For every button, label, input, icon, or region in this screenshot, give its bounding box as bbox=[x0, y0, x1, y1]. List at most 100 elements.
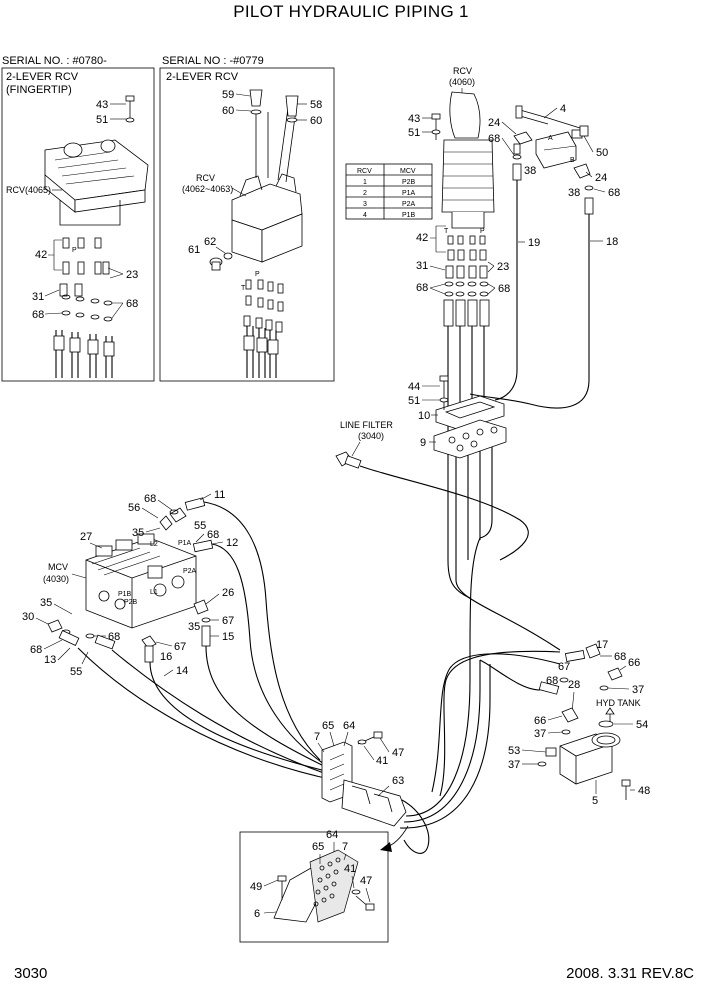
part-37-b: 37 bbox=[534, 728, 546, 740]
part-49: 49 bbox=[250, 881, 262, 893]
part-68-c: 68 bbox=[488, 133, 500, 145]
port-t-top: T bbox=[444, 228, 449, 235]
part-5: 5 bbox=[592, 795, 598, 807]
table-cell: 4 bbox=[363, 212, 367, 219]
part-59: 59 bbox=[222, 89, 234, 101]
inset-left-serial: SERIAL NO. : #0780- bbox=[2, 55, 107, 67]
part-13: 13 bbox=[44, 654, 56, 666]
table-cell: P2A bbox=[402, 201, 416, 208]
part-68-e: 68 bbox=[416, 282, 428, 294]
port-l2: L2 bbox=[150, 541, 158, 548]
inset-mid: SERIAL NO : -#0779 2-LEVER RCV 59 60 58 … bbox=[159, 55, 335, 382]
part-11: 11 bbox=[214, 489, 225, 501]
part-18: 18 bbox=[606, 236, 618, 248]
part-67-c: 67 bbox=[558, 661, 570, 673]
part-68-f: 68 bbox=[498, 283, 510, 295]
inset-left-rcv: RCV(4065) bbox=[6, 185, 51, 195]
part-28: 28 bbox=[568, 679, 580, 691]
plate-9-10: 10 9 44 51 bbox=[408, 375, 507, 459]
part-23-a: 23 bbox=[126, 269, 138, 281]
part-31-b: 31 bbox=[416, 260, 428, 272]
part-47-b: 47 bbox=[360, 875, 372, 887]
port-p1b: P1B bbox=[118, 591, 132, 598]
tank-side: 17 68 66 67 68 37 HYD TANK 28 66 37 54 5… bbox=[508, 639, 650, 807]
part-68-k: 68 bbox=[614, 651, 626, 663]
part-53: 53 bbox=[508, 745, 520, 757]
part-27: 27 bbox=[80, 531, 92, 543]
part-23-b: 23 bbox=[497, 261, 509, 273]
port-a: A bbox=[548, 135, 553, 142]
table-cell: P1B bbox=[402, 212, 416, 219]
part-54: 54 bbox=[636, 719, 648, 731]
bracket-detail-inset: 65 64 7 41 47 49 6 bbox=[239, 829, 389, 943]
part-24-a: 24 bbox=[488, 117, 500, 129]
inset-left-line1: 2-LEVER RCV bbox=[6, 71, 79, 83]
part-65-a: 65 bbox=[322, 720, 334, 732]
inset-left-line2: (FINGERTIP) bbox=[6, 84, 72, 96]
part-68-a: 68 bbox=[126, 298, 138, 310]
inset-mid-serial: SERIAL NO : -#0779 bbox=[162, 55, 264, 67]
bracket-assembly: 65 64 7 47 41 63 bbox=[314, 537, 561, 854]
part-67-a: 67 bbox=[222, 615, 234, 627]
part-62: 62 bbox=[204, 236, 216, 248]
page-title: PILOT HYDRAULIC PIPING 1 bbox=[233, 2, 469, 21]
part-35-a: 35 bbox=[132, 527, 144, 539]
part-60-b: 60 bbox=[310, 115, 322, 127]
part-66-b: 66 bbox=[534, 715, 546, 727]
mcv-label: MCV bbox=[48, 562, 68, 572]
part-31-a: 31 bbox=[32, 291, 44, 303]
rcv-top-num: (4060) bbox=[449, 77, 475, 87]
hyd-tank-label: HYD TANK bbox=[596, 698, 641, 708]
rcv-mcv-table: RCV MCV 1 P2B 2 P1A 3 P2A 4 P1B bbox=[345, 163, 433, 220]
part-38-a: 38 bbox=[524, 165, 536, 177]
part-56: 56 bbox=[128, 502, 140, 514]
port-p2a: P2A bbox=[183, 568, 197, 575]
part-10: 10 bbox=[418, 410, 430, 422]
port-p2b: P2B bbox=[124, 599, 138, 606]
part-44: 44 bbox=[408, 381, 420, 393]
mcv-4030: MCV (4030) 27 P1A P2A P1B P2B L1 L2 68 5… bbox=[22, 489, 238, 678]
part-16: 16 bbox=[160, 651, 172, 663]
part-64-a: 64 bbox=[343, 720, 355, 732]
port-b: B bbox=[570, 157, 575, 164]
port-p1a: P1A bbox=[178, 540, 192, 547]
part-41-b: 41 bbox=[344, 863, 356, 875]
page-number: 3030 bbox=[14, 965, 48, 982]
port-p-left: P bbox=[72, 247, 77, 254]
part-35-b: 35 bbox=[188, 621, 200, 633]
part-19: 19 bbox=[528, 237, 540, 249]
table-cell: P2B bbox=[402, 179, 416, 186]
part-41-a: 41 bbox=[376, 755, 388, 767]
part-24-b: 24 bbox=[595, 172, 607, 184]
part-37-c: 37 bbox=[508, 759, 520, 771]
part-6: 6 bbox=[254, 908, 260, 920]
part-43-b: 43 bbox=[408, 113, 420, 125]
part-7: 7 bbox=[314, 731, 320, 743]
table-cell: 2 bbox=[363, 190, 367, 197]
line-filter-num: (3040) bbox=[358, 431, 384, 441]
part-38-b: 38 bbox=[568, 187, 580, 199]
part-17: 17 bbox=[596, 639, 608, 651]
mcv-hoses bbox=[77, 501, 335, 781]
line-filter-label: LINE FILTER bbox=[340, 420, 393, 430]
part-68-g: 68 bbox=[144, 493, 156, 505]
part-58: 58 bbox=[310, 99, 322, 111]
part-63: 63 bbox=[392, 775, 404, 787]
part-51-c: 51 bbox=[408, 395, 420, 407]
part-67-b: 67 bbox=[174, 641, 186, 653]
part-42-a: 42 bbox=[35, 249, 47, 261]
part-12: 12 bbox=[226, 537, 238, 549]
part-42-b: 42 bbox=[416, 232, 428, 244]
table-cell: 1 bbox=[363, 179, 367, 186]
part-14: 14 bbox=[176, 665, 188, 677]
part-51-b: 51 bbox=[408, 127, 420, 139]
part-7-b: 7 bbox=[342, 841, 348, 853]
part-48: 48 bbox=[638, 785, 650, 797]
port-l1: L1 bbox=[150, 589, 158, 596]
part-65-b: 65 bbox=[312, 841, 324, 853]
part-68-d: 68 bbox=[608, 187, 620, 199]
part-61: 61 bbox=[188, 244, 200, 256]
rcv-top-label: RCV bbox=[453, 66, 472, 76]
inset-left: SERIAL NO. : #0780- 2-LEVER RCV (FINGERT… bbox=[1, 55, 155, 382]
